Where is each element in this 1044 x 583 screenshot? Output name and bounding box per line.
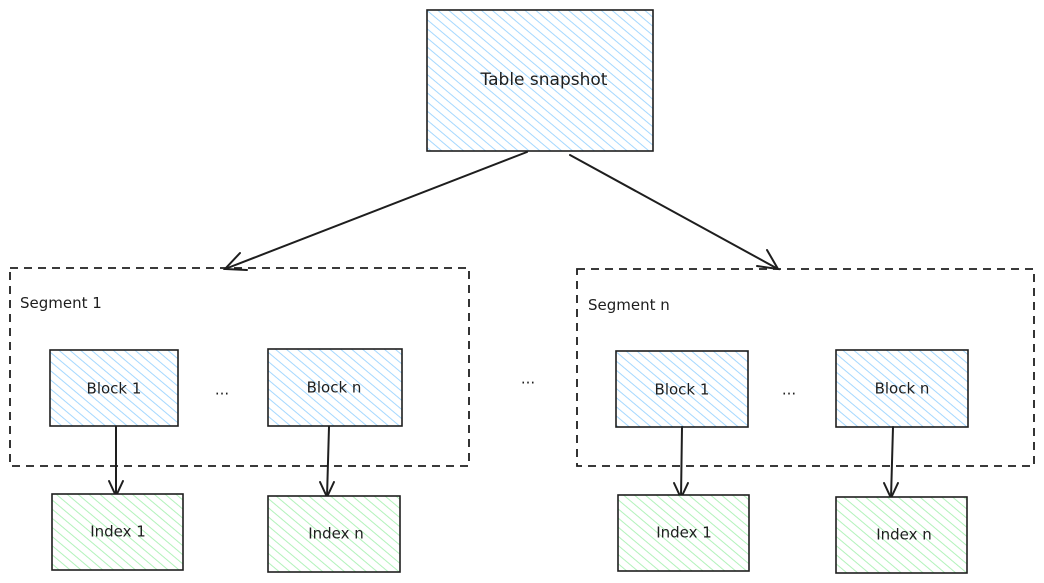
- segment-n-ellipsis: ...: [782, 381, 796, 399]
- segment-1-index-1: Index 1: [51, 493, 184, 571]
- segment-n-index-1: Index 1: [617, 494, 750, 572]
- segment-1-label: Segment 1: [20, 294, 102, 312]
- segment-n-index-1-label: Index 1: [656, 524, 712, 542]
- segment-n-block-n-arrow: [883, 426, 899, 501]
- segment-1-container: Segment 1: [9, 267, 470, 467]
- segment-1-block-n-label: Block n: [307, 379, 362, 397]
- segment-1-index-n-label: Index n: [308, 525, 364, 543]
- segment-1-block-n-arrow: [319, 426, 335, 500]
- segment-1-block-1-arrow: [108, 426, 124, 499]
- segment-1-index-1-label: Index 1: [90, 523, 146, 541]
- segment-1-ellipsis: ...: [215, 381, 229, 399]
- segment-1-block-n: Block n: [267, 348, 403, 427]
- table-snapshot-node: Table snapshot: [426, 9, 654, 152]
- segment-n-block-1: Block 1: [615, 350, 749, 428]
- segment-1-index-n: Index n: [267, 495, 401, 573]
- segment-1-block-1: Block 1: [49, 349, 179, 427]
- segment-n-index-n: Index n: [835, 496, 968, 574]
- segment-n-block-n: Block n: [835, 349, 969, 428]
- segment-1-block-1-label: Block 1: [87, 380, 142, 398]
- segment-n-label: Segment n: [588, 296, 670, 314]
- segment-n-block-n-label: Block n: [875, 380, 930, 398]
- root-to-segment-n-arrow: [569, 154, 780, 271]
- segment-n-block-1-label: Block 1: [655, 381, 710, 399]
- segment-n-index-n-label: Index n: [876, 526, 932, 544]
- segment-n-container: Segment n: [576, 268, 1035, 467]
- segment-n-block-1-arrow: [673, 426, 689, 501]
- root-to-segment-1-arrow: [222, 151, 528, 271]
- table-snapshot-label: Table snapshot: [480, 70, 608, 90]
- between-segments-ellipsis: ...: [521, 370, 535, 388]
